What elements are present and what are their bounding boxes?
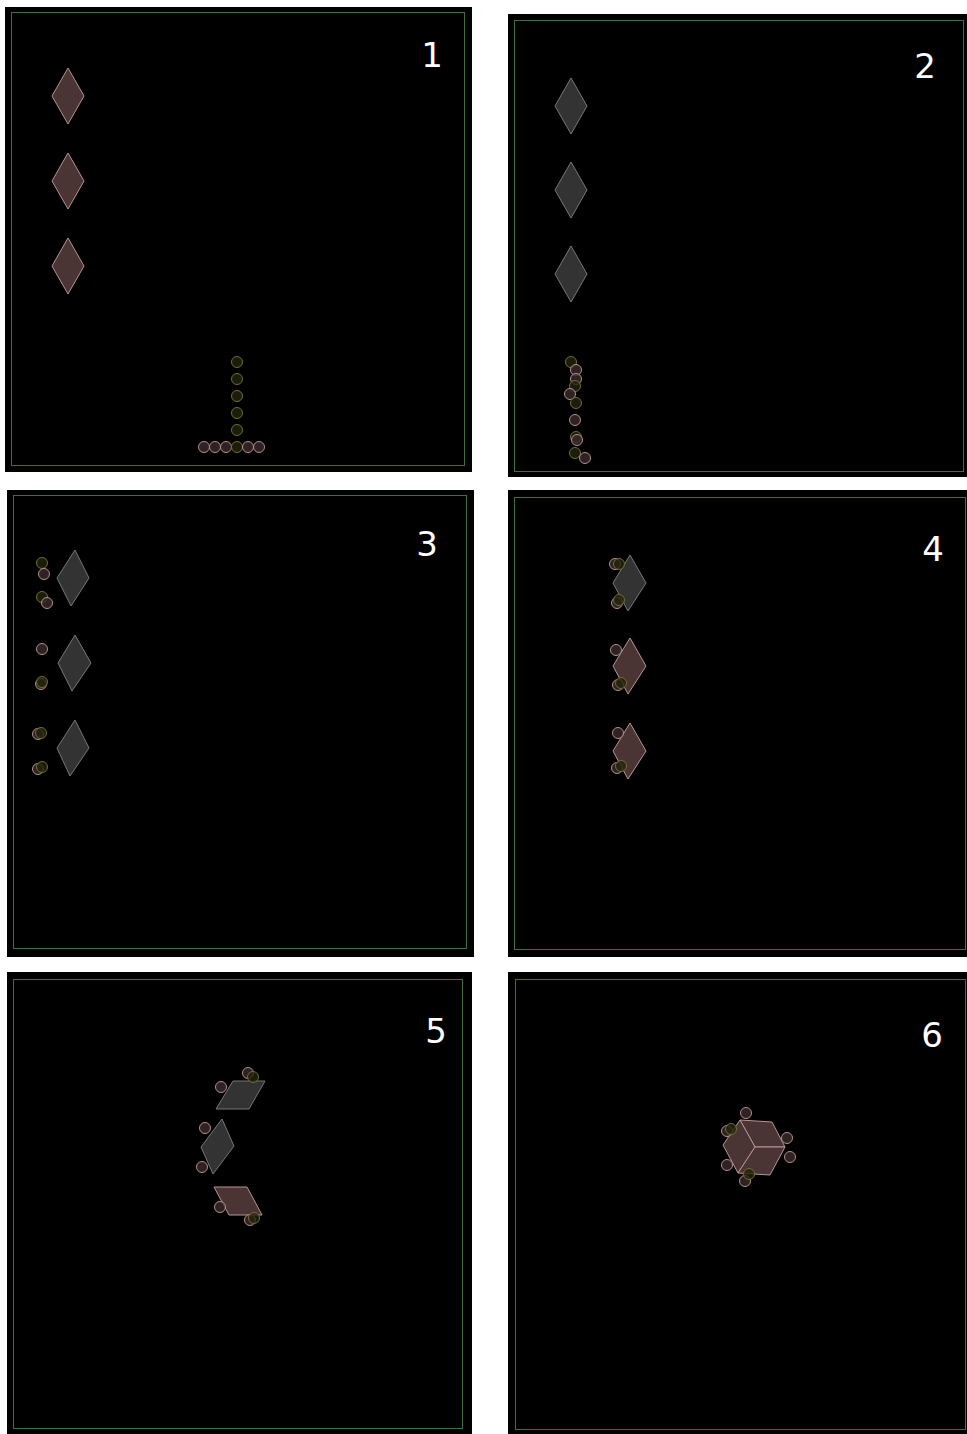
particle [37, 644, 48, 655]
particle [197, 1162, 208, 1173]
rhombus-tiles [52, 68, 785, 1215]
particle [744, 1169, 755, 1180]
particles [33, 357, 796, 1226]
particle [722, 1160, 733, 1171]
particle [199, 442, 210, 453]
particle [571, 398, 582, 409]
particle [232, 374, 243, 385]
panel-number: 5 [425, 1014, 447, 1048]
panel-number: 6 [921, 1018, 943, 1052]
particle [210, 442, 221, 453]
particle [243, 442, 254, 453]
particle [232, 442, 243, 453]
particle [613, 728, 624, 739]
particle [616, 678, 627, 689]
panel-grounds [5, 7, 967, 1434]
particle [785, 1152, 796, 1163]
particle [741, 1108, 752, 1119]
particle [614, 595, 625, 606]
panel-number: 1 [421, 38, 443, 72]
particle [249, 1213, 260, 1224]
particle [37, 762, 48, 773]
panel-number: 3 [416, 527, 438, 561]
panel-borders [12, 13, 966, 1430]
particle [782, 1133, 793, 1144]
particle [570, 448, 581, 459]
particle [39, 569, 50, 580]
particle [37, 677, 48, 688]
particle [221, 442, 232, 453]
particle [232, 408, 243, 419]
particle [726, 1124, 737, 1135]
particle [572, 435, 583, 446]
particle [616, 761, 627, 772]
particle [232, 391, 243, 402]
particle [232, 425, 243, 436]
particle [254, 442, 265, 453]
particle [216, 1082, 227, 1093]
panel-number: 2 [914, 49, 936, 83]
particle [232, 357, 243, 368]
particle [215, 1202, 226, 1213]
panel-number: 4 [922, 532, 944, 566]
particle [248, 1072, 259, 1083]
particle [200, 1123, 211, 1134]
particle [570, 415, 581, 426]
particle [42, 598, 53, 609]
particle [580, 453, 591, 464]
particle [611, 645, 622, 656]
particle [36, 728, 47, 739]
particle [614, 559, 625, 570]
particle [37, 558, 48, 569]
